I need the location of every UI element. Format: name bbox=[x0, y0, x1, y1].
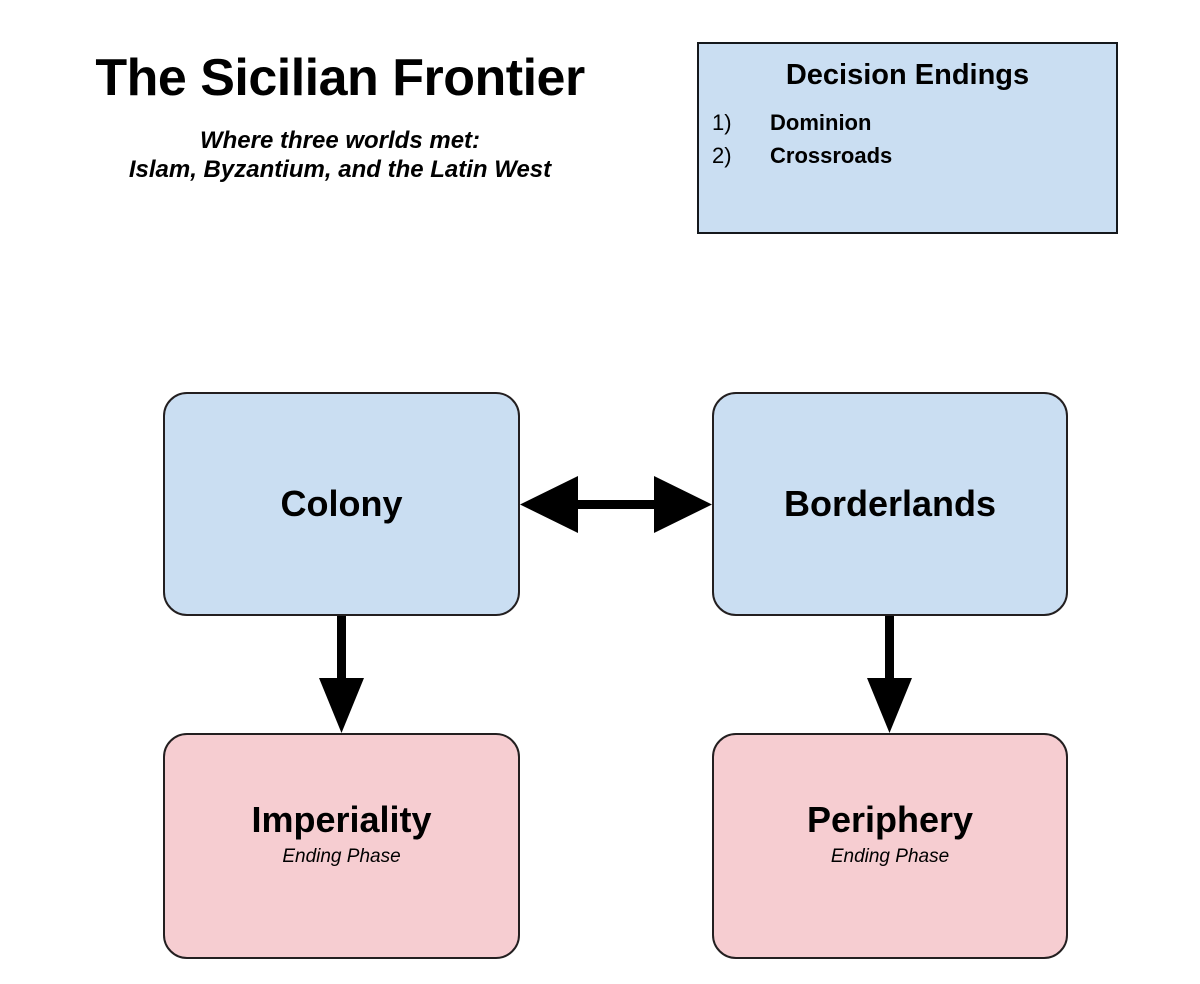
decision-endings-title: Decision Endings bbox=[785, 59, 1030, 91]
node-colony[interactable]: Colony bbox=[163, 392, 520, 616]
node-borderlands-inner: Borderlands bbox=[784, 484, 996, 524]
decision-endings-panel: Decision Endings 1) Dominion 2) Crossroa… bbox=[697, 42, 1118, 234]
node-periphery-title: Periphery bbox=[806, 798, 974, 840]
decision-ending-label-1: Dominion bbox=[770, 109, 872, 135]
page-title: The Sicilian Frontier bbox=[95, 49, 585, 107]
node-colony-inner: Colony bbox=[281, 484, 403, 524]
node-periphery[interactable]: Periphery Ending Phase bbox=[712, 733, 1068, 959]
node-borderlands-title: Borderlands bbox=[783, 483, 997, 525]
subtitle-line-1: Where three worlds met: bbox=[199, 127, 481, 154]
node-imperiality-title: Imperiality bbox=[251, 798, 432, 840]
edge-colony-borderlands-arrow bbox=[520, 476, 712, 533]
subtitle-line-2: Islam, Byzantium, and the Latin West bbox=[128, 156, 552, 184]
decision-ending-label-2: Crossroads bbox=[770, 143, 893, 169]
decision-endings-list: 1) Dominion 2) Crossroads bbox=[699, 106, 1116, 173]
decision-ending-number-2: 2) bbox=[712, 143, 732, 169]
node-periphery-subtitle: Ending Phase bbox=[830, 846, 950, 868]
decision-ending-item-2: 2) Crossroads bbox=[712, 139, 1116, 172]
node-imperiality[interactable]: Imperiality Ending Phase bbox=[163, 733, 520, 959]
decision-ending-item-1: 1) Dominion bbox=[712, 106, 1116, 139]
edge-colony-imperiality-arrow bbox=[319, 616, 364, 733]
node-imperiality-inner: Imperiality Ending Phase bbox=[251, 800, 431, 868]
edge-borderlands-periphery-arrow bbox=[867, 616, 912, 733]
header-block: The Sicilian Frontier Where three worlds… bbox=[40, 52, 640, 185]
node-borderlands[interactable]: Borderlands bbox=[712, 392, 1068, 616]
decision-ending-number-1: 1) bbox=[712, 109, 732, 135]
node-imperiality-subtitle: Ending Phase bbox=[282, 846, 401, 868]
page-subtitle: Where three worlds met: Islam, Byzantium… bbox=[40, 126, 640, 185]
node-colony-title: Colony bbox=[280, 483, 403, 525]
node-periphery-inner: Periphery Ending Phase bbox=[807, 800, 973, 868]
